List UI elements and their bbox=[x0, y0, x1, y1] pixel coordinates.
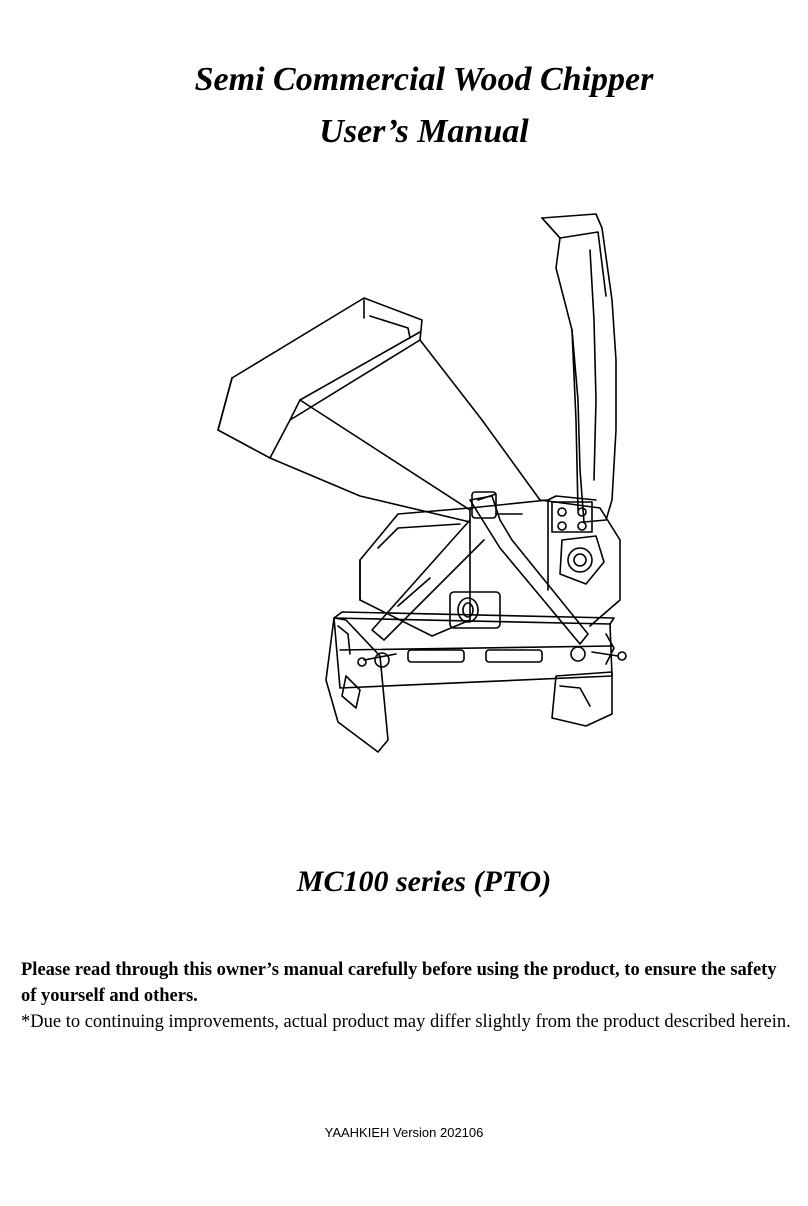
three-point-hitch bbox=[372, 492, 588, 644]
left-skid bbox=[326, 618, 388, 752]
manual-subtitle: User’s Manual bbox=[319, 113, 529, 150]
pto-shaft bbox=[450, 592, 500, 628]
product-disclaimer: *Due to continuing improvements, actual … bbox=[21, 1012, 791, 1032]
model-name: MC100 series (PTO) bbox=[296, 865, 552, 898]
lower-frame bbox=[334, 612, 614, 688]
right-skid bbox=[552, 672, 612, 726]
version-label: YAAHKIEH Version 202106 bbox=[324, 1125, 484, 1140]
feed-hopper bbox=[218, 298, 540, 522]
hitch-pins bbox=[358, 652, 626, 666]
discharge-chute bbox=[542, 214, 616, 522]
wood-chipper-illustration bbox=[200, 200, 660, 760]
bearing-flange bbox=[552, 502, 604, 584]
safety-warning: Please read through this owner’s manual … bbox=[21, 960, 777, 1006]
manual-title: Semi Commercial Wood Chipper bbox=[194, 61, 654, 98]
